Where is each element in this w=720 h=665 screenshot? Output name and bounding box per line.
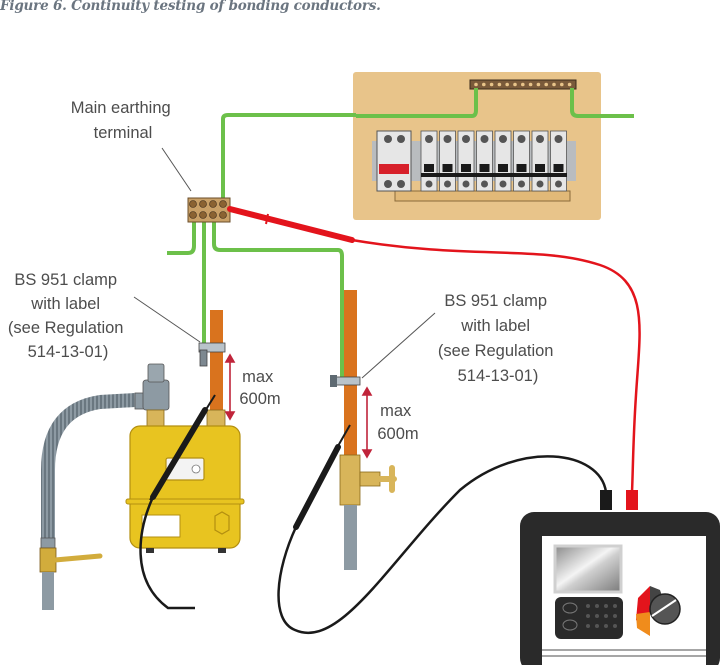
label-line: with label xyxy=(460,317,530,335)
bonding-conductor-water xyxy=(212,221,344,380)
selector-dial xyxy=(649,593,681,625)
gas-flex-hose xyxy=(39,393,136,610)
instrument-keypad xyxy=(555,597,623,639)
black-test-lead xyxy=(139,394,612,634)
mcb-breaker xyxy=(476,130,493,192)
mcb-breaker xyxy=(550,130,567,192)
label-line: 514-13-01) xyxy=(28,343,109,361)
earth-conductor-stub xyxy=(167,221,196,255)
label-main-earthing-terminal: Main earthing terminal xyxy=(71,99,176,142)
gas-regulator xyxy=(134,363,170,427)
water-supply-pipe xyxy=(344,505,357,570)
test-instrument xyxy=(520,512,720,665)
label-line: BS 951 clamp xyxy=(444,292,547,310)
probe-right xyxy=(293,444,341,530)
label-clamp-left: BS 951 clamp with label (see Regulation … xyxy=(8,271,128,361)
leader-lines xyxy=(133,147,436,379)
gas-meter xyxy=(125,425,245,553)
label-max-left: max 600m xyxy=(239,368,280,408)
mcb-breaker xyxy=(513,130,530,192)
earth-conductors xyxy=(167,88,634,380)
mcb-breaker xyxy=(439,130,456,192)
consumer-unit xyxy=(353,72,601,220)
mcb-breaker xyxy=(457,130,475,192)
label-line: 514-13-01) xyxy=(458,367,539,385)
figure-title: Figure 6. Continuity testing of bonding … xyxy=(0,0,381,14)
gas-copper-pipe xyxy=(198,310,226,427)
red-test-lead xyxy=(227,206,641,510)
label-line: terminal xyxy=(94,124,153,142)
main-earthing-terminal xyxy=(187,197,231,223)
label-line: Main earthing xyxy=(71,99,171,117)
gas-valve-handle xyxy=(52,553,103,563)
leader-clamp-left xyxy=(133,296,201,343)
leader-met xyxy=(161,147,192,192)
mcb-breaker xyxy=(420,130,438,192)
distance-arrows xyxy=(224,353,373,459)
mcb-breaker xyxy=(494,130,512,192)
water-tee xyxy=(339,454,361,506)
label-line: max xyxy=(242,368,274,386)
busbar xyxy=(421,173,567,177)
instrument-screen xyxy=(553,544,623,594)
label-max-right: max 600m xyxy=(377,402,418,443)
mcb-row xyxy=(420,130,567,192)
neutral-bar xyxy=(394,190,571,202)
earth-conductor-to-bar xyxy=(356,88,478,118)
earth-bar xyxy=(469,79,577,90)
label-line: (see Regulation xyxy=(438,342,554,360)
label-line: 600m xyxy=(239,390,280,408)
main-earth-conductor-out xyxy=(570,88,634,118)
rcd-device xyxy=(376,130,412,192)
gas-supply-pipe xyxy=(42,572,54,610)
labels: Main earthing terminal BS 951 clamp with… xyxy=(8,99,558,443)
label-clamp-right: BS 951 clamp with label (see Regulation … xyxy=(438,292,558,385)
clamp-left xyxy=(198,342,226,353)
earth-conductor-met-to-cu xyxy=(221,113,356,198)
label-line: 600m xyxy=(377,425,418,443)
label-line: (see Regulation xyxy=(8,319,124,337)
label-line: BS 951 clamp xyxy=(14,271,117,289)
label-line: with label xyxy=(30,295,100,313)
water-pipe xyxy=(330,290,397,570)
stopcock-handle xyxy=(377,465,397,493)
probe-left xyxy=(150,407,208,500)
label-line: max xyxy=(380,402,412,420)
leader-clamp-right xyxy=(361,312,436,379)
mcb-breaker xyxy=(531,130,549,192)
